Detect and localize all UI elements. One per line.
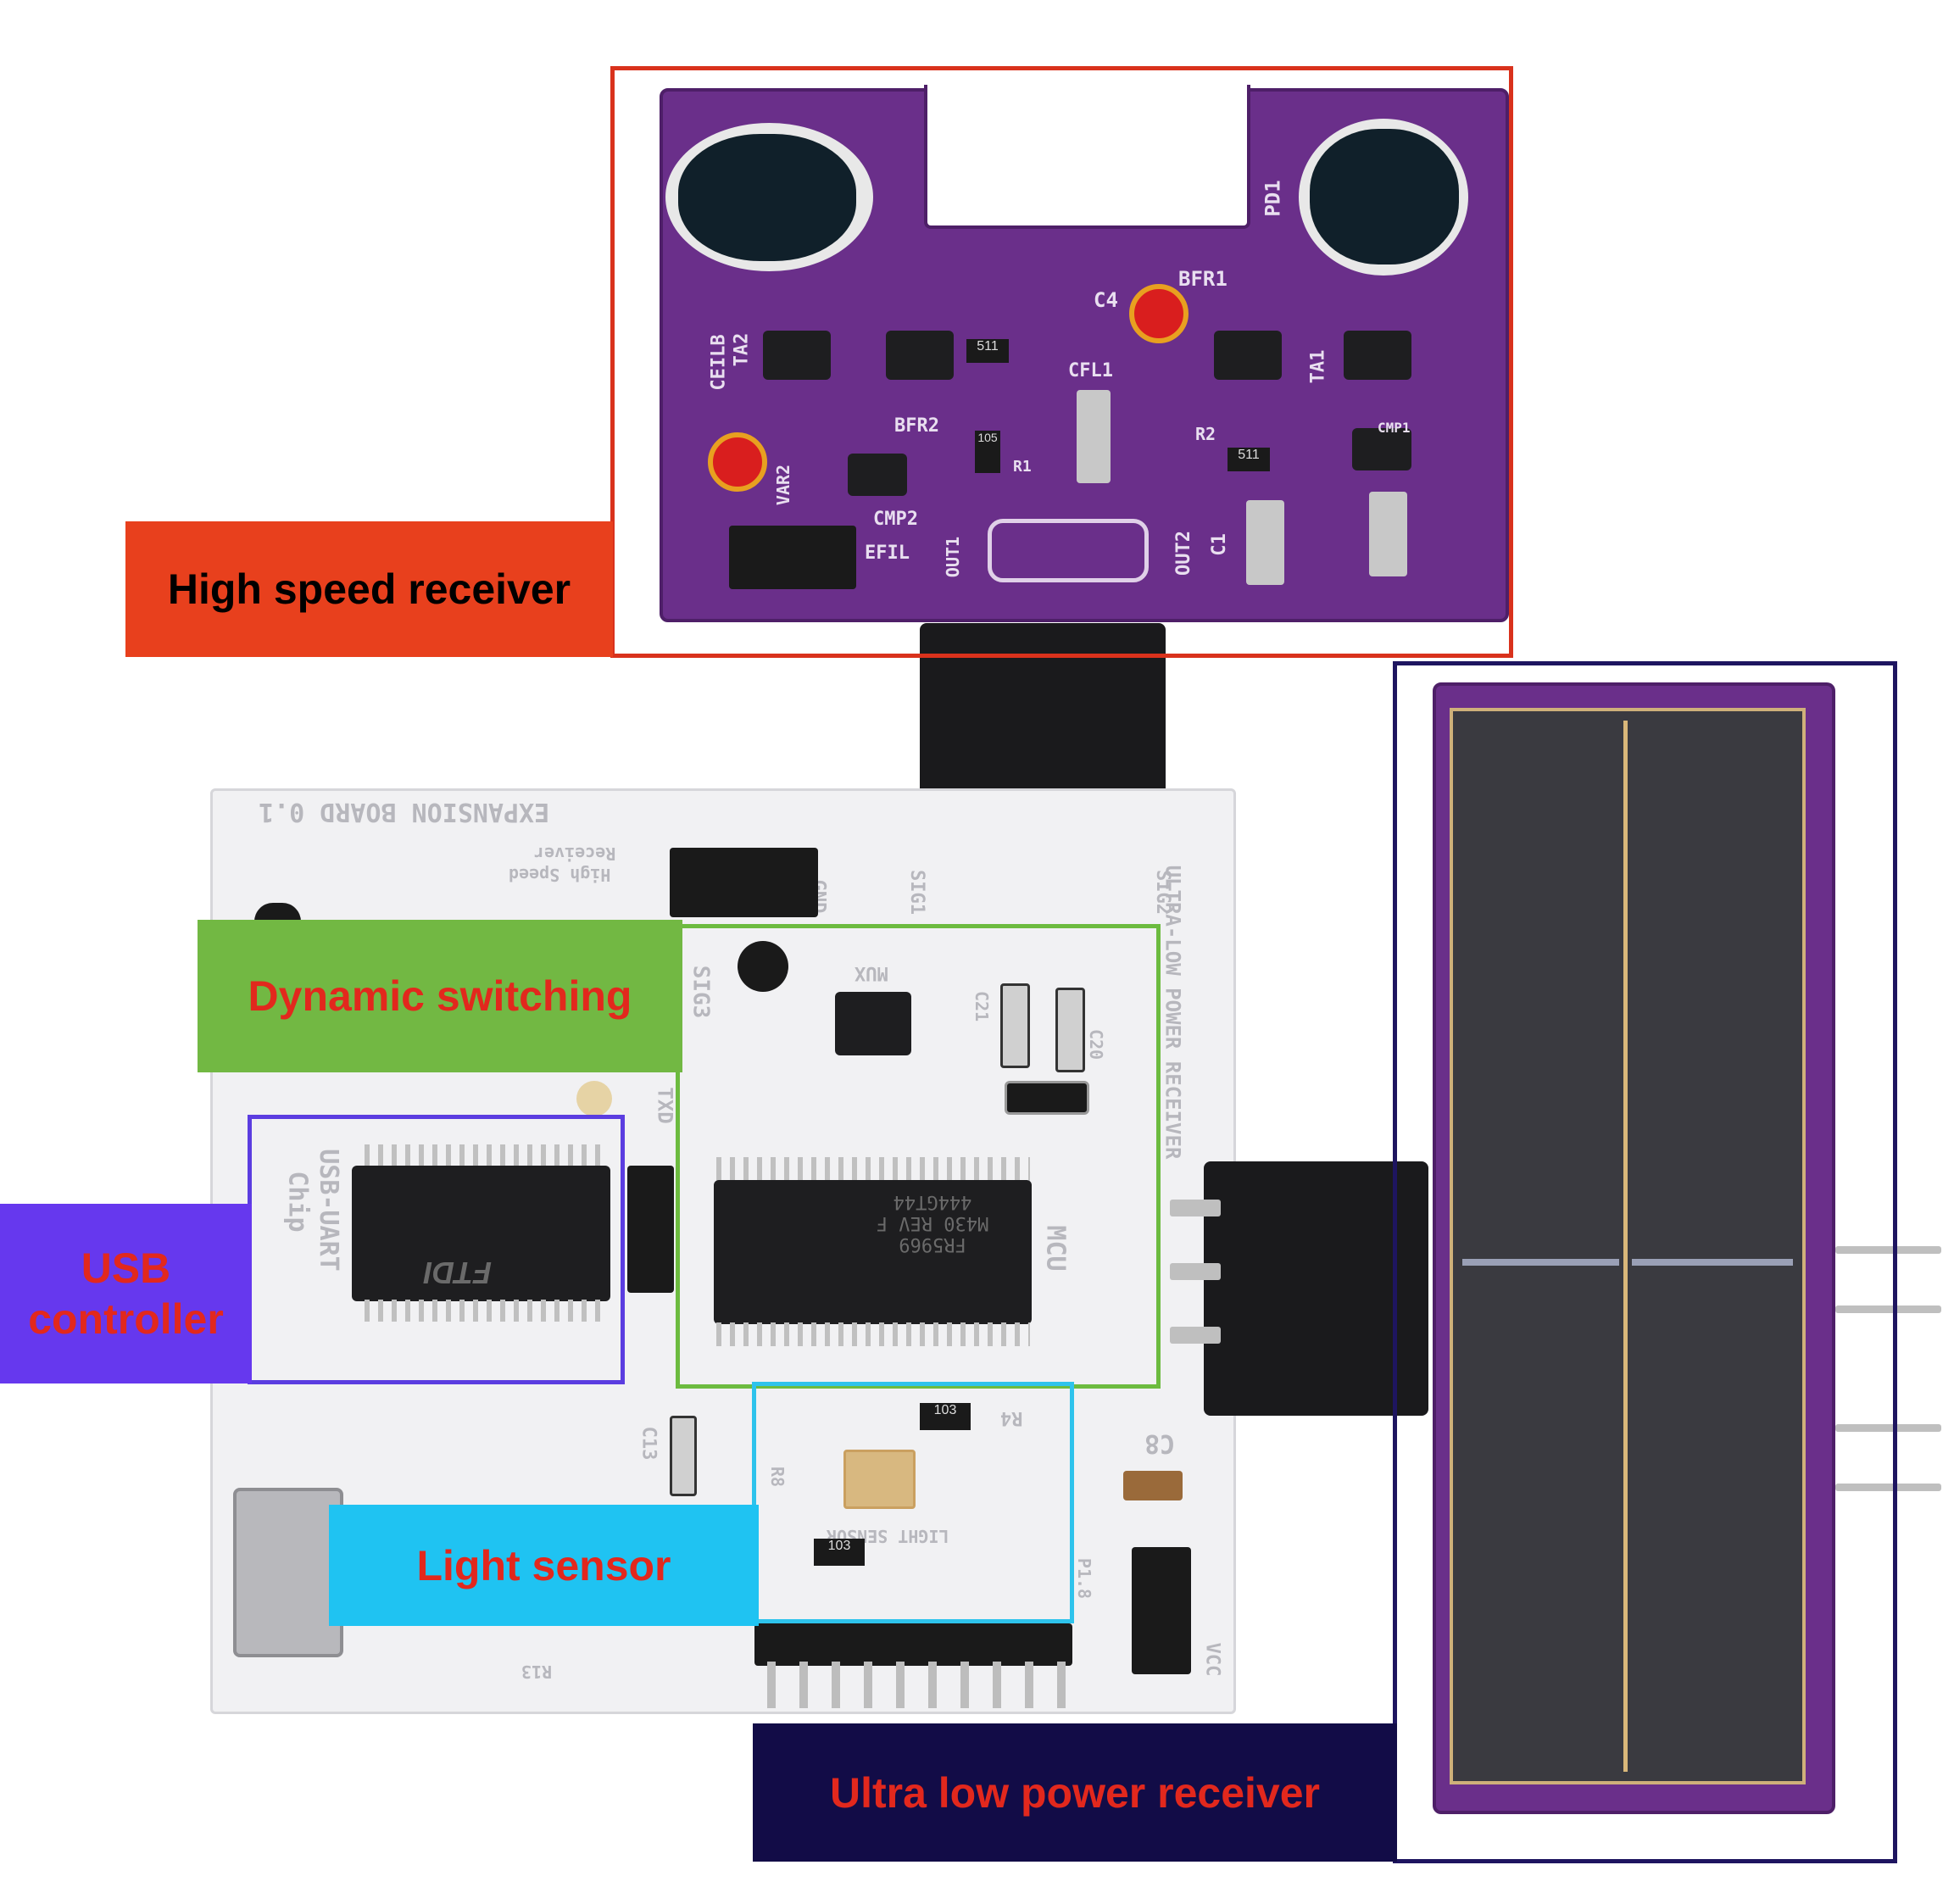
opamp-ta2	[763, 331, 831, 380]
mux-chip	[835, 992, 911, 1055]
usb-controller-label: USB controller	[0, 1204, 252, 1383]
resistor-511-b: 511	[1228, 448, 1270, 471]
label-c13: C13	[637, 1426, 660, 1461]
comparator-cmp1	[1352, 428, 1411, 470]
label-bfr2: BFR2	[894, 415, 939, 437]
label-c8: C8	[1144, 1428, 1176, 1458]
standoff-small	[576, 1081, 612, 1116]
label-c4: C4	[1094, 288, 1118, 312]
label-p18: P1.8	[1074, 1557, 1095, 1600]
high-speed-receiver-label: High speed receiver	[125, 521, 613, 657]
resistor-marking: 103	[933, 1403, 957, 1417]
resistor-ls: 103	[814, 1539, 865, 1566]
pin-header-purple	[729, 526, 856, 589]
label-cmp2: CMP2	[873, 509, 918, 530]
dynamic-switching-frame	[676, 924, 1161, 1389]
label-vcc: VCC	[1201, 1642, 1223, 1677]
ultra-low-power-receiver-label: Ultra low power receiver	[753, 1723, 1397, 1862]
jumper-cap	[738, 941, 788, 992]
pin-header-bottom	[754, 1623, 1072, 1666]
capacitor-c13	[670, 1416, 697, 1496]
capacitor-cfl1	[1077, 390, 1111, 483]
label-sig1: SIG1	[905, 870, 927, 915]
comparator-cmp2	[848, 454, 907, 496]
usb-controller-frame	[248, 1115, 625, 1384]
light-sensor-label: Light sensor	[329, 1505, 759, 1626]
resistor-105: 105	[975, 431, 1000, 473]
header-vcc	[1132, 1547, 1191, 1674]
output-pads	[988, 519, 1149, 582]
capacitor-c20	[1055, 988, 1085, 1072]
resistor-511-a: 511	[966, 339, 1009, 363]
mcu-chip	[714, 1180, 1032, 1324]
label-cmp1: CMP1	[1378, 420, 1411, 436]
potentiometer-var1	[1129, 284, 1189, 343]
label-bfr1: BFR1	[1178, 267, 1228, 291]
solar-divider-horizontal-right	[1632, 1259, 1793, 1266]
light-sensor-frame	[752, 1382, 1074, 1623]
dynamic-switching-text: Dynamic switching	[248, 972, 632, 1020]
ulp-pin-1	[1170, 1200, 1221, 1216]
usb-chip-pins-top	[365, 1144, 602, 1166]
capacitor-c21	[1000, 983, 1030, 1068]
capacitor-c8	[1123, 1471, 1183, 1500]
potentiometer-var2	[708, 432, 767, 492]
board-notch	[924, 85, 1250, 229]
high-speed-receiver-frame	[610, 66, 1513, 658]
label-r1: R1	[1013, 458, 1032, 476]
usb-uart-chip	[352, 1166, 610, 1301]
micro-usb-connector	[233, 1488, 343, 1657]
header-4pin	[627, 1166, 674, 1293]
capacitor-c1	[1246, 500, 1284, 585]
mcu-pins-bottom	[716, 1322, 1030, 1346]
light-sensor-chip	[843, 1450, 916, 1509]
ulp-pin-2	[1170, 1263, 1221, 1280]
label-board-title: EXPANSION BOARD 0.1	[259, 797, 550, 827]
solar-divider-horizontal-left	[1462, 1259, 1619, 1266]
panel-pin-3	[1835, 1424, 1941, 1432]
opamp-bfr1	[1214, 331, 1282, 380]
label-txd: TXD	[653, 1087, 677, 1124]
ultra-low-power-receiver-text: Ultra low power receiver	[829, 1768, 1320, 1817]
label-r13: R13	[521, 1662, 553, 1682]
high-speed-receiver-text: High speed receiver	[167, 565, 571, 613]
opamp-ta1	[1344, 331, 1411, 380]
ultra-low-power-receiver-frame	[1393, 661, 1897, 1863]
crystal	[1005, 1081, 1089, 1115]
panel-pin-1	[1835, 1246, 1941, 1254]
ulp-pin-3	[1170, 1327, 1221, 1344]
mcu-pins-top	[716, 1157, 1030, 1181]
pin-header-bottom-pins	[767, 1662, 1068, 1708]
resistor-marking: 105	[977, 431, 998, 444]
capacitor-c3	[1369, 492, 1407, 576]
panel-pin-2	[1835, 1306, 1941, 1313]
resistor-marking: 511	[1238, 448, 1260, 462]
usb-chip-pins-bottom	[365, 1300, 602, 1322]
label-hs-line1: High Speed	[509, 865, 611, 885]
header-2pin-top	[670, 848, 818, 917]
solar-panel	[1450, 708, 1806, 1784]
resistor-marking: 103	[827, 1539, 851, 1553]
label-hs-line2: Receiver	[534, 843, 616, 864]
photodiode-right-lens	[1310, 129, 1459, 264]
solar-divider-vertical	[1623, 721, 1628, 1772]
usb-controller-text: USB controller	[28, 1244, 224, 1343]
light-sensor-text: Light sensor	[416, 1541, 671, 1589]
opamp-bfr2	[886, 331, 954, 380]
label-ultra-low: ULTRA-LOW POWER RECEIVER	[1161, 865, 1185, 1160]
label-r2: R2	[1195, 424, 1216, 444]
photodiode-left-lens	[678, 134, 856, 261]
dynamic-switching-label: Dynamic switching	[198, 920, 682, 1072]
ultra-low-power-cable	[1204, 1161, 1428, 1416]
resistor-marking: 511	[977, 339, 999, 354]
panel-pin-4	[1835, 1484, 1941, 1491]
resistor-r4: 103	[920, 1403, 971, 1430]
label-cfl1: CFL1	[1068, 360, 1113, 381]
label-efil: EFIL	[865, 543, 910, 564]
